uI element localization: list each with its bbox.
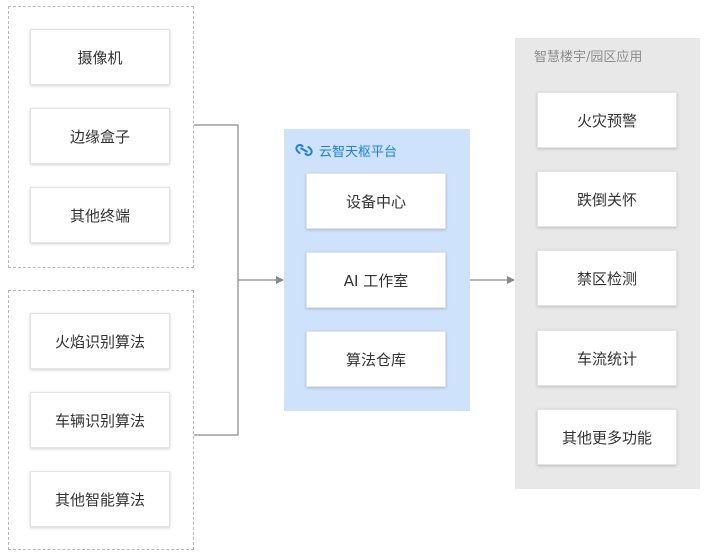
platform-header: 云智天枢平台 — [295, 140, 397, 160]
algorithm-other-smart: 其他智能算法 — [30, 471, 170, 527]
app-fire-warning: 火灾预警 — [537, 92, 677, 148]
link-icon — [295, 143, 313, 157]
devices-connector — [194, 124, 239, 280]
algorithms-connector — [194, 280, 239, 436]
device-other-terminals: 其他终端 — [30, 187, 170, 243]
algorithm-vehicle-recognition: 车辆识别算法 — [30, 392, 170, 448]
algorithm-flame-recognition: 火焰识别算法 — [30, 313, 170, 369]
platform-ai-studio: AI 工作室 — [306, 252, 446, 308]
applications-title: 智慧楼宇/园区应用 — [534, 50, 643, 65]
platform-title: 云智天枢平台 — [319, 144, 398, 160]
platform-device-center: 设备中心 — [306, 173, 446, 229]
algorithms-group — [8, 290, 194, 550]
devices-group — [8, 6, 194, 268]
device-camera: 摄像机 — [30, 29, 170, 85]
platform-algorithm-warehouse: 算法仓库 — [306, 331, 446, 387]
app-restricted-area-detection: 禁区检测 — [537, 250, 677, 306]
app-more-functions: 其他更多功能 — [537, 409, 677, 465]
app-fall-care: 跌倒关怀 — [537, 171, 677, 227]
app-traffic-statistics: 车流统计 — [537, 330, 677, 386]
device-edge-box: 边缘盒子 — [30, 108, 170, 164]
